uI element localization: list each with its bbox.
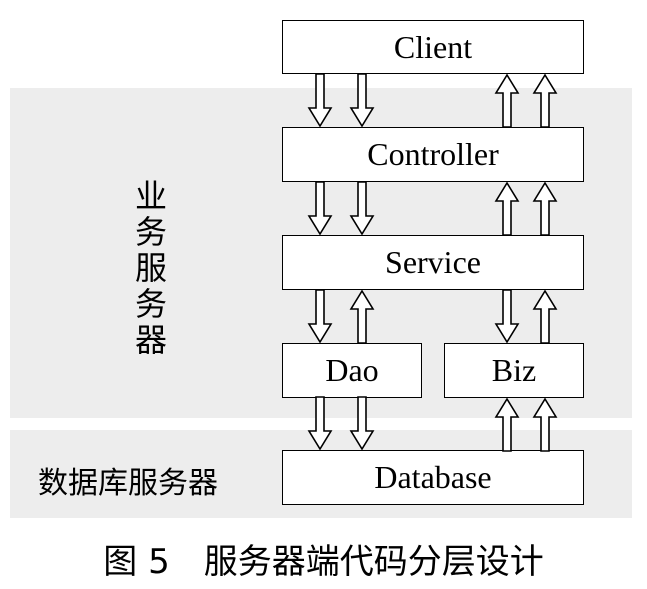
- down-arrow-service-biz: [495, 289, 519, 343]
- up-arrow-dao-service: [350, 290, 374, 344]
- up-arrow-controller-client-2: [533, 74, 557, 128]
- up-arrow-database-biz-2: [533, 398, 557, 452]
- up-arrow-service-controller-2: [533, 182, 557, 236]
- down-arrow-service-dao: [308, 289, 332, 343]
- down-arrow-controller-service-2: [350, 181, 374, 235]
- down-arrow-client-controller-2: [350, 73, 374, 127]
- database-server-label: 数据库服务器: [38, 466, 218, 501]
- controller-box: Controller: [282, 127, 584, 182]
- down-arrow-dao-database-1: [308, 396, 332, 450]
- down-arrow-controller-service-1: [308, 181, 332, 235]
- up-arrow-biz-service: [533, 290, 557, 344]
- up-arrow-database-biz-1: [495, 398, 519, 452]
- database-box: Database: [282, 450, 584, 505]
- biz-box: Biz: [444, 343, 584, 398]
- up-arrow-controller-client-1: [495, 74, 519, 128]
- down-arrow-dao-database-2: [350, 396, 374, 450]
- up-arrow-service-controller-1: [495, 182, 519, 236]
- dao-box: Dao: [282, 343, 422, 398]
- service-box: Service: [282, 235, 584, 290]
- figure-caption: 图 5 服务器端代码分层设计: [103, 542, 544, 582]
- down-arrow-client-controller-1: [308, 73, 332, 127]
- client-box: Client: [282, 20, 584, 74]
- business-server-label: 业务服务器: [134, 177, 167, 359]
